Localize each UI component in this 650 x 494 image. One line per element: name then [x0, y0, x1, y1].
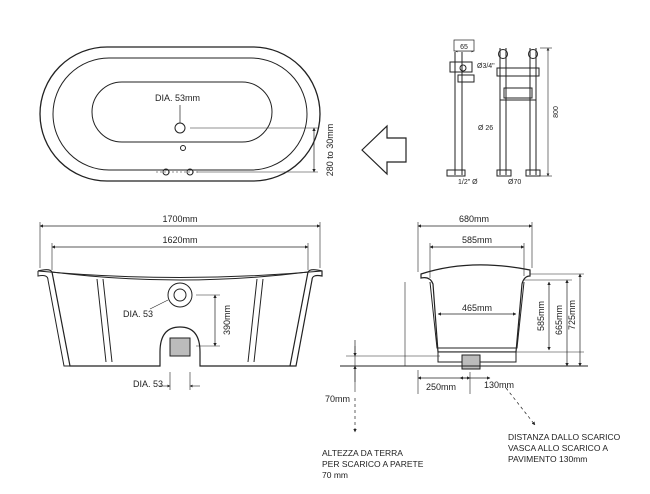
front-view — [37, 222, 323, 390]
svg-text:PAVIMENTO 130mm: PAVIMENTO 130mm — [508, 454, 587, 464]
tap-inlet-label: Ø3/4" — [477, 63, 495, 70]
tap-width-label: 65 — [460, 44, 468, 51]
top-view — [39, 46, 321, 182]
drain-top — [174, 122, 186, 134]
tap-width-box — [453, 39, 475, 52]
tap-base-inlet-label: 1/2" Ø — [458, 179, 478, 186]
side-total-height-label: 725mm — [567, 300, 577, 330]
side-wall-offset-label: 250mm — [426, 382, 456, 392]
floor-drain-note: DISTANZA DALLO SCARICO VASCA ALLO SCARIC… — [508, 432, 621, 464]
svg-text:PER SCARICO A PARETE: PER SCARICO A PARETE — [322, 459, 424, 469]
side-drain-offset-label: 130mm — [484, 380, 514, 390]
note-leaders — [353, 387, 536, 433]
svg-text:70 mm: 70 mm — [322, 470, 348, 480]
overflow-outer — [167, 282, 193, 308]
tub-rim-top — [52, 57, 308, 171]
svg-text:DISTANZA DALLO SCARICO: DISTANZA DALLO SCARICO — [508, 432, 621, 442]
svg-text:ALTEZZA DA TERRA: ALTEZZA DA TERRA — [322, 448, 403, 458]
front-overflow-dia-label: DIA. 53 — [123, 309, 153, 319]
side-rim-height-label: 665mm — [554, 305, 564, 335]
front-floor-drain-dia-label: DIA. 53 — [133, 379, 163, 389]
overflow-inner — [173, 288, 187, 302]
wall-drain-note: ALTEZZA DA TERRA PER SCARICO A PARETE 70… — [322, 448, 424, 480]
tap-height-label: 800 — [553, 106, 560, 118]
front-overall-length-label: 1700mm — [162, 214, 197, 224]
floor-line — [340, 282, 588, 392]
tub-outline-top — [39, 46, 321, 182]
overflow-top — [180, 145, 186, 151]
side-depth-label: 585mm — [536, 301, 546, 331]
side-tub-outer — [420, 264, 531, 353]
tub-basin-top — [91, 81, 273, 143]
floor-height-label: 70mm — [325, 394, 350, 404]
front-waste-height-label: 390mm — [222, 305, 232, 335]
direction-arrow-icon — [361, 124, 407, 176]
side-overall-width-label: 680mm — [459, 214, 489, 224]
waste-pipe — [169, 337, 191, 357]
tap-detail — [446, 47, 552, 177]
svg-text:VASCA ALLO SCARICO A: VASCA ALLO SCARICO A — [508, 443, 608, 453]
side-base-width-label: 465mm — [462, 303, 492, 313]
side-inner-width-label: 585mm — [462, 235, 492, 245]
side-drain — [461, 354, 481, 370]
tap-base-dia-label: Ø70 — [508, 179, 521, 186]
front-inner-length-label: 1620mm — [162, 235, 197, 245]
top-drain-dia-label: DIA. 53mm — [155, 93, 200, 103]
tap-pipe-dia-label: Ø 26 — [478, 125, 493, 132]
top-drain-offset-label: 280 to 30mm — [325, 124, 335, 177]
